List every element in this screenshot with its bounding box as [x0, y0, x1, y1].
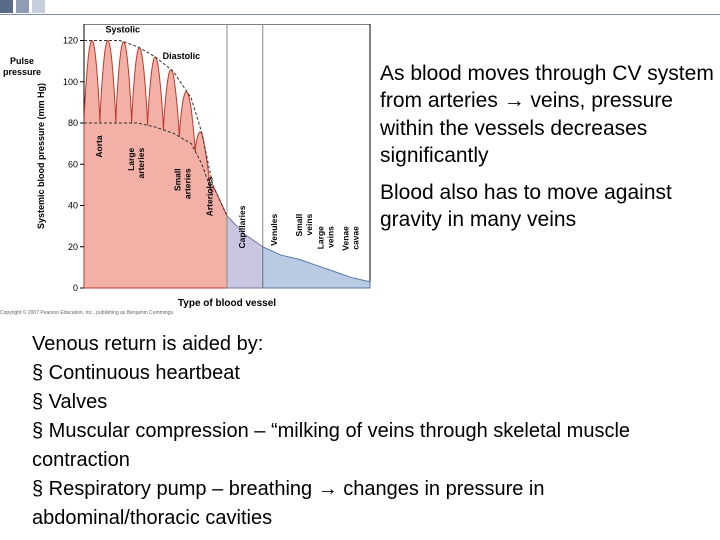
y-tick-label: 120: [63, 36, 78, 46]
y-tick-label: 40: [68, 201, 78, 211]
diastolic-annotation: Diastolic: [163, 51, 201, 61]
category-label: Venae: [341, 226, 351, 251]
y-axis-label: Systemic blood pressure (mm Hg): [36, 83, 46, 229]
y-tick-label: 20: [68, 242, 78, 252]
venous-return-section: Venous return is aided by: § Continuous …: [32, 330, 712, 533]
category-label: Large: [316, 226, 326, 249]
bullet-list: As blood moves through CV system from ar…: [380, 60, 716, 244]
category-label: Small: [173, 168, 183, 191]
x-axis-label: Type of blood vessel: [178, 298, 276, 309]
section-intro: Venous return is aided by:: [32, 333, 264, 355]
capillary-pressure-area: [226, 214, 264, 289]
category-label: Capillaries: [237, 205, 247, 248]
category-label: Venules: [269, 213, 279, 245]
list-item: § Respiratory pump – breathing → changes…: [32, 478, 545, 529]
list-item: § Continuous heartbeat: [32, 362, 240, 384]
y-tick-label: 60: [68, 159, 78, 169]
title-decoration: [0, 0, 48, 13]
category-label: arteries: [183, 168, 193, 199]
list-item: § Valves: [32, 391, 108, 413]
category-label: cavae: [351, 226, 361, 250]
bullet-point: Blood also has to move against gravity i…: [380, 181, 672, 232]
diastolic-envelope: [84, 122, 214, 196]
deco-square: [0, 0, 13, 13]
category-label: veins: [326, 226, 336, 248]
systolic-annotation: Systolic: [105, 24, 140, 34]
bullet-point: As blood moves through CV system from ar…: [380, 62, 714, 167]
deco-square: [16, 0, 29, 13]
title-divider-line: [0, 14, 720, 15]
venous-pressure-area: [262, 245, 371, 289]
deco-square: [32, 0, 45, 13]
y-tick-label: 100: [63, 77, 78, 87]
y-tick-label: 0: [73, 283, 78, 293]
category-label: Aorta: [94, 135, 104, 157]
pulse-label: Pulse: [10, 56, 34, 66]
category-label: veins: [304, 213, 314, 235]
y-tick-label: 80: [68, 118, 78, 128]
category-label: Small: [294, 214, 304, 237]
pulse-label: pressure: [3, 67, 41, 77]
category-label: arteries: [136, 147, 146, 178]
figure-caption: Copyright © 2007 Pearson Education, Inc.…: [0, 310, 175, 316]
category-label: Arterioles: [205, 176, 215, 216]
systolic-envelope: [84, 40, 228, 217]
list-item: § Muscular compression – “milking of vei…: [32, 420, 631, 471]
category-label: Large: [126, 147, 136, 170]
